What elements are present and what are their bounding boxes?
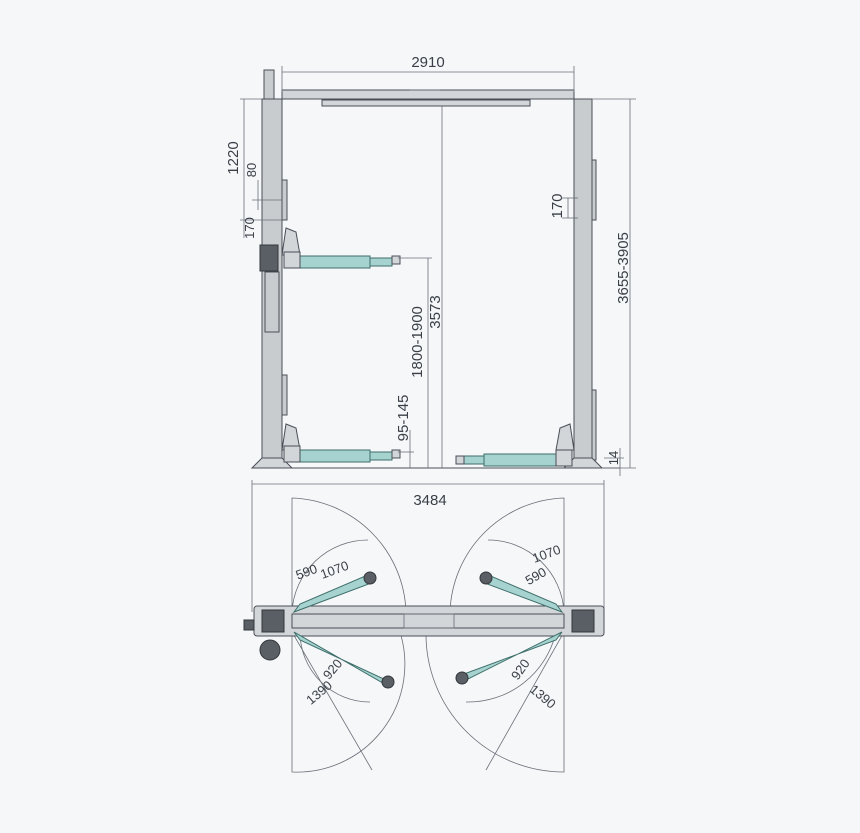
dim-2910: 2910 (411, 54, 444, 71)
dim-1220: 1220 (225, 141, 242, 174)
dim-1070-left: 1070 (318, 558, 350, 582)
left-post-block (261, 609, 285, 633)
right-pad-upper (479, 571, 493, 585)
left-control (243, 619, 255, 631)
front-elevation: 2910 3655-3905 14 3573 1800-1900 95-145 … (225, 54, 636, 476)
left-swing-lower-line (291, 631, 373, 771)
raised-arm-ext (369, 257, 393, 267)
raised-arm-joint (283, 251, 301, 269)
top-beam (281, 89, 575, 100)
left-swing-lower-inner (299, 631, 371, 703)
left-motor-top (259, 639, 281, 661)
right-swing-lower-line (485, 631, 565, 771)
right-pad-lower (455, 671, 469, 685)
raised-arm-pad (391, 255, 401, 265)
left-swing-upper-inner (291, 539, 369, 613)
dim-3573: 3573 (427, 295, 444, 328)
center-beam (291, 613, 565, 629)
left-post-plate (281, 179, 288, 221)
left-swing-upper-outer (291, 497, 407, 613)
right-swing-lower-outer (425, 631, 565, 773)
left-cylinder (264, 271, 280, 333)
dim-3655-3905: 3655-3905 (615, 232, 632, 304)
right-post-plate (591, 159, 597, 221)
dim-95-145: 95-145 (395, 395, 412, 442)
right-post-block (571, 609, 595, 633)
dim-14: 14 (606, 451, 621, 465)
dim-1070-right: 1070 (530, 542, 562, 566)
lowered-arm-ext (369, 451, 393, 461)
dim-80: 80 (244, 163, 259, 177)
dim-1800-1900: 1800-1900 (409, 306, 426, 378)
left-post-cap (263, 69, 275, 101)
raised-arm-bracket (281, 227, 301, 256)
left-base (250, 457, 294, 469)
raised-arm (297, 255, 371, 269)
center-beam-plate (403, 613, 455, 629)
dim-590-left: 590 (294, 561, 320, 583)
plan-view: 3484 590 1070 1070 (243, 480, 605, 773)
right-arm (483, 453, 557, 467)
right-swing-upper-inner (487, 539, 565, 613)
dim-3484: 3484 (413, 492, 446, 509)
right-arm-joint (555, 449, 573, 467)
left-motor (259, 244, 279, 272)
right-post (573, 98, 593, 468)
right-arm-bracket (555, 423, 575, 451)
lowered-arm (297, 449, 371, 463)
right-arm-pad (455, 455, 465, 465)
dim-170-left: 170 (242, 217, 257, 239)
right-swing-upper-outer (449, 497, 565, 613)
right-arm-ext (461, 455, 485, 465)
right-post-plate-low (591, 389, 597, 461)
lowered-arm-pad (391, 449, 401, 459)
dim-590-right: 590 (523, 564, 549, 588)
left-swing-lower-outer (291, 631, 406, 773)
dim-1390-right: 1390 (527, 682, 559, 712)
dim-170-right: 170 (549, 193, 566, 218)
top-bar (321, 99, 531, 107)
left-post-plate-low (281, 374, 288, 416)
left-pad-lower (381, 675, 395, 689)
right-swing-lower-inner (465, 631, 557, 703)
left-pad-upper (363, 571, 377, 585)
lowered-arm-joint (283, 445, 301, 463)
